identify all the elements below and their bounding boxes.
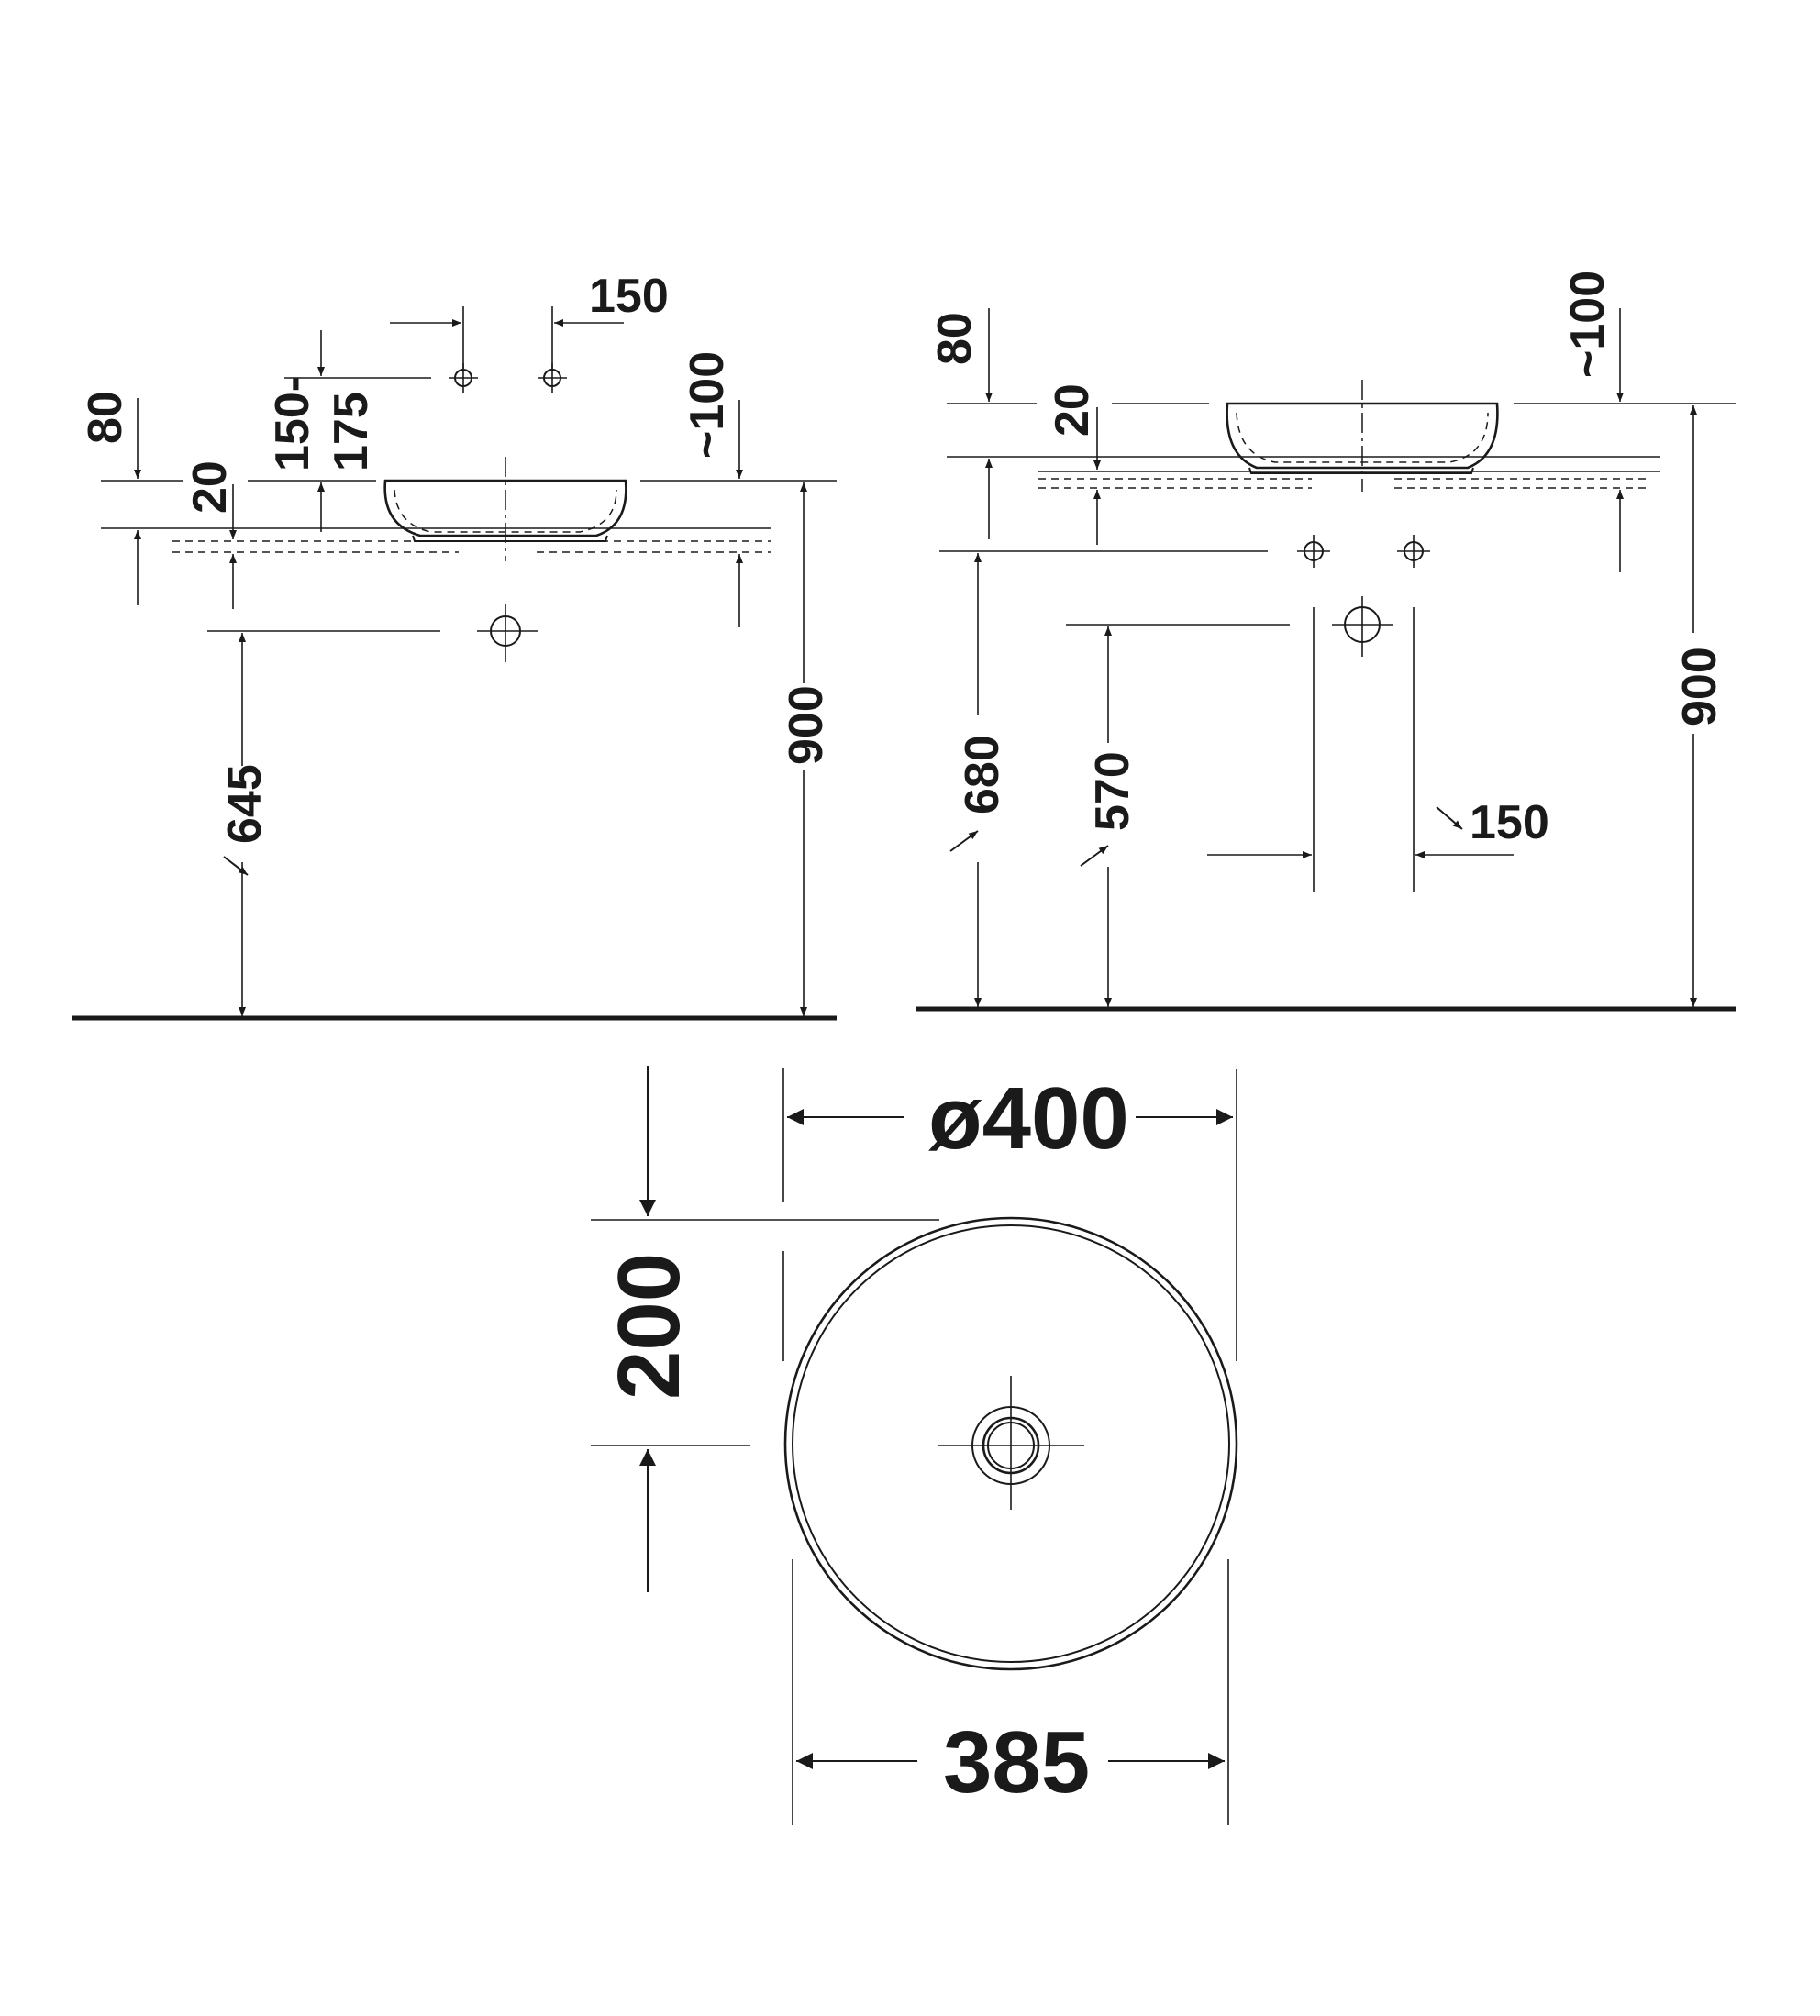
tap-hole-right — [538, 363, 567, 393]
dim-100-label: ~100 — [681, 351, 734, 459]
left-elevation-view: 150 150- 175 80 20 ~100 645 900 — [72, 270, 837, 1021]
basin-profile — [383, 479, 627, 537]
basin-inner-rim — [792, 1224, 1230, 1663]
dim-150-175-label-top: 150- — [266, 376, 319, 471]
basin-foot — [412, 535, 608, 542]
tap-hole-left — [1297, 535, 1330, 568]
dim-80-label: 80 — [79, 391, 132, 444]
dim-645-label: 645 — [218, 764, 272, 844]
basin-inner-profile — [1236, 412, 1489, 463]
basin-foot — [1248, 467, 1474, 474]
dim-900-label: 900 — [1673, 647, 1726, 726]
basin-profile — [1226, 402, 1499, 470]
drain — [938, 1376, 1084, 1510]
basin-outer-rim — [783, 1216, 1238, 1671]
dim-150-label: 150 — [589, 270, 669, 323]
right-elevation-view: 80 20 ~100 680 570 150 900 — [916, 271, 1736, 1012]
dim-80-label: 80 — [928, 312, 982, 365]
dim-680-label: 680 — [956, 735, 1009, 814]
leader-arrow — [223, 856, 249, 876]
dim-150-label: 150 — [1470, 796, 1549, 849]
dim-diameter-400-label: ø400 — [928, 1069, 1129, 1168]
leader-arrow — [1080, 845, 1109, 867]
dim-20-label: 20 — [1046, 383, 1099, 437]
plan-view: ø400 200 385 — [591, 1066, 1238, 1825]
dim-570-label: 570 — [1086, 751, 1139, 831]
dim-200-label: 200 — [600, 1253, 698, 1400]
drain-outlet — [477, 604, 538, 662]
dim-900-label: 900 — [780, 685, 833, 765]
dim-385-label: 385 — [943, 1713, 1090, 1811]
tap-hole-right — [1397, 535, 1430, 568]
leader-arrow — [949, 830, 979, 852]
dim-100-label: ~100 — [1561, 271, 1615, 378]
drain-outlet — [1332, 596, 1393, 657]
dim-150-175-label-bottom: 175 — [325, 392, 378, 471]
dim-20-label: 20 — [183, 460, 237, 514]
leader-arrow — [1436, 806, 1463, 830]
